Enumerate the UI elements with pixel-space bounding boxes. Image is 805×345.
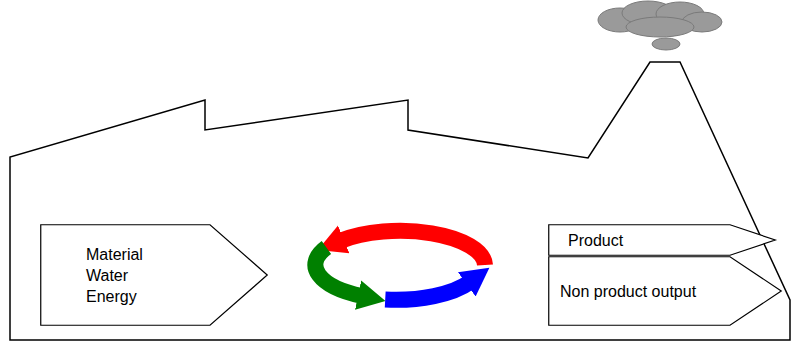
factory-outline: [10, 62, 790, 340]
input-arrow: Material Water Energy: [40, 224, 268, 326]
red-cycle-arrow: [340, 231, 485, 265]
arrow-label: Material Water Energy: [86, 244, 143, 307]
arrow-shape: [40, 224, 268, 326]
product-arrow: Product: [548, 224, 776, 256]
arrow-label: Product: [568, 230, 623, 251]
cycle-arrows: [315, 231, 485, 300]
arrow-outline: [41, 225, 268, 326]
output-arrow: Non product output: [548, 256, 782, 326]
arrow-label: Non product output: [560, 281, 696, 302]
green-cycle-arrow: [315, 248, 362, 297]
arrow-outline: [549, 225, 776, 256]
smoke-cloud: [598, 1, 722, 50]
arrow-outline: [549, 257, 782, 326]
blue-cycle-arrow: [385, 282, 470, 300]
